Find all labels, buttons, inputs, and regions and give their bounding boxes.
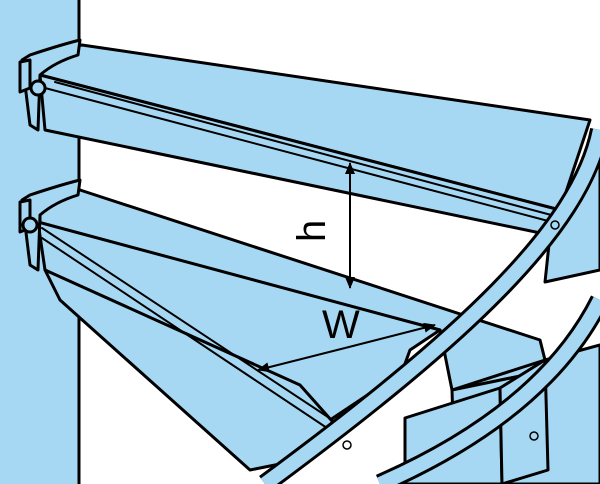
width-dimension: W: [257, 303, 436, 373]
width-label: W: [322, 303, 360, 347]
width-arrow: [257, 347, 346, 373]
rise-dimension: h: [290, 162, 355, 289]
lower-bracket: [18, 178, 82, 272]
width-arrow-right: [344, 322, 436, 349]
upper-tread: [38, 43, 600, 284]
rise-label: h: [290, 220, 334, 242]
spiral-stringer: [259, 127, 600, 484]
upper-bracket: [18, 38, 82, 132]
